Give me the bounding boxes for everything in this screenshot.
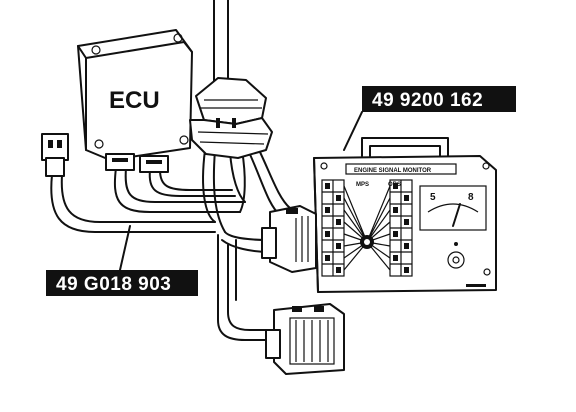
- monitor-part-number: 49 9200 162: [372, 90, 483, 111]
- ecu-unit: ECU: [77, 29, 193, 173]
- monitor-screw-icon: [482, 162, 490, 170]
- monitor-screw-icon: [483, 268, 491, 276]
- meter-needle: [452, 203, 461, 227]
- harness-part-number: 49 G018 903: [56, 274, 171, 295]
- meter-mark-high: 8: [468, 192, 474, 203]
- harness-leader-line: [119, 225, 131, 271]
- junction-connector: [189, 77, 273, 159]
- monitor-screw-icon: [320, 162, 328, 170]
- monitor-knob: [447, 251, 465, 269]
- analog-meter: 5 8: [419, 185, 487, 231]
- monitor-title: ENGINE SIGNAL MONITOR: [354, 168, 432, 174]
- ecu-screw-icon: [94, 139, 104, 149]
- harness-part-label: 49 G018 903: [46, 270, 198, 296]
- terminal-grid-left: [321, 179, 345, 277]
- ecu-screw-icon: [91, 45, 101, 55]
- spare-connector: [265, 303, 345, 375]
- ecu-screw-icon: [173, 33, 183, 43]
- monitor-header-mps: MPS: [356, 182, 369, 188]
- meter-mark-low: 5: [430, 192, 436, 203]
- ecu-label: ECU: [109, 87, 160, 114]
- monitor-part-label: 49 9200 162: [362, 86, 516, 112]
- terminal-grid-right: [389, 179, 413, 277]
- left-connector: [41, 133, 69, 177]
- monitor-input-connector: [261, 205, 317, 273]
- signal-monitor: ENGINE SIGNAL MONITOR MPS OBS: [313, 137, 497, 293]
- ecu-screw-icon: [179, 135, 189, 145]
- selector-dial: [343, 185, 391, 271]
- monitor-leader-line: [343, 111, 363, 151]
